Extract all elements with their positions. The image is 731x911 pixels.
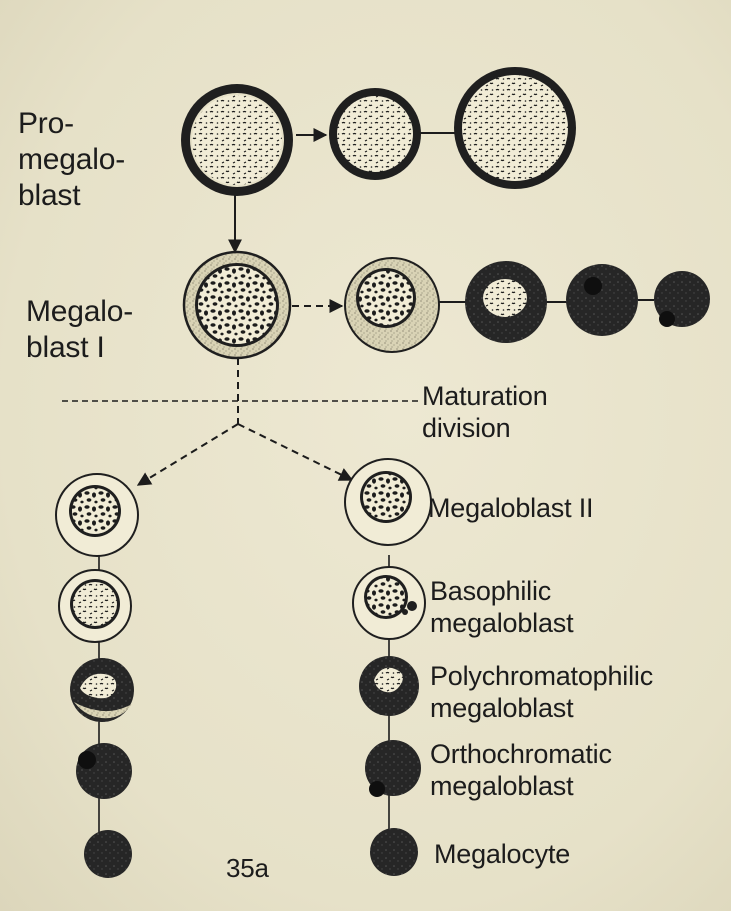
- label-polychromatophilic-megaloblast: Polychromatophilic megaloblast: [430, 660, 653, 724]
- cell-left-orthochromatic: [76, 743, 132, 799]
- label-promegaloblast-line-2: megalo-: [18, 143, 125, 176]
- cell-megaloblast-1-2: [344, 257, 440, 353]
- cell-promegaloblast-2: [329, 88, 421, 180]
- cell-megaloblast-1-4: [566, 264, 638, 336]
- label-basophilic-line-1: Basophilic: [430, 576, 552, 606]
- cell-megaloblast-1-5: [654, 271, 710, 327]
- label-orthochromatic-megaloblast: Orthochromatic megaloblast: [430, 738, 612, 802]
- label-megaloblast-1-line-1: Megalo-: [26, 295, 133, 328]
- label-promegaloblast-line-1: Pro-: [18, 107, 74, 140]
- label-basophilic-line-2: megaloblast: [430, 608, 574, 638]
- cell-orthochromatic-megaloblast: [365, 740, 421, 797]
- cell-left-polychromatophilic: [70, 658, 134, 722]
- label-orthochromatic-line-1: Orthochromatic: [430, 739, 612, 769]
- label-maturation-line-2: division: [422, 413, 511, 443]
- label-maturation-line-1: Maturation: [422, 381, 548, 411]
- cell-left-megalocyte: [84, 830, 132, 878]
- label-polychromatophilic-line-1: Polychromatophilic: [430, 661, 653, 691]
- cell-left-megaloblast-2: [55, 473, 139, 557]
- label-maturation-division: Maturation division: [422, 380, 548, 444]
- cell-basophilic-megaloblast: [352, 566, 426, 640]
- label-promegaloblast: Pro- megalo- blast: [18, 106, 125, 214]
- cell-megalocyte: [370, 828, 418, 876]
- label-basophilic-megaloblast: Basophilic megaloblast: [430, 575, 574, 639]
- label-megaloblast-1-line-2: blast I: [26, 331, 105, 364]
- figure-number: 35a: [226, 853, 269, 883]
- label-megalocyte: Megalocyte: [434, 839, 571, 869]
- cell-promegaloblast: [181, 84, 293, 196]
- cell-left-basophilic: [58, 569, 132, 643]
- dashed-arrow-right-branch: [237, 423, 354, 481]
- label-megaloblast-2: Megaloblast II: [428, 493, 594, 523]
- label-promegaloblast-line-3: blast: [18, 179, 81, 212]
- cell-megaloblast-2: [344, 458, 432, 546]
- cell-promegaloblast-3: [454, 67, 576, 189]
- label-orthochromatic-line-2: megaloblast: [430, 771, 574, 801]
- cell-megaloblast-1: [182, 250, 292, 360]
- label-polychromatophilic-line-2: megaloblast: [430, 693, 574, 723]
- label-megaloblast-1: Megalo- blast I: [26, 294, 133, 366]
- cell-polychromatophilic-megaloblast: [359, 656, 419, 716]
- dashed-arrow-left-branch: [136, 423, 239, 486]
- cell-megaloblast-1-3: [465, 261, 547, 343]
